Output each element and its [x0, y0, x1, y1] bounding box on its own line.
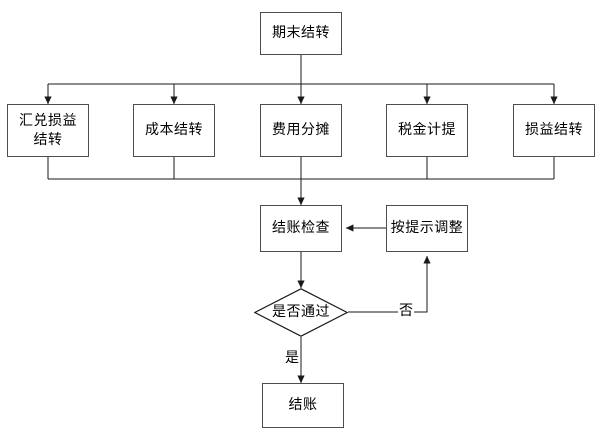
- diamond-shape: [254, 288, 348, 337]
- node-profit-loss-carryover[interactable]: 损益结转: [513, 104, 595, 157]
- edge-label-yes-text: 是: [285, 350, 299, 366]
- node-close-accounts[interactable]: 结账: [262, 383, 344, 428]
- node-cost-carryover[interactable]: 成本结转: [133, 104, 215, 157]
- node-fx-settlement-label: 汇兑损益 结转: [19, 112, 77, 148]
- node-adjust-per-prompt-label: 按提示调整: [390, 220, 464, 236]
- node-start-label: 期末结转: [272, 25, 330, 41]
- node-profit-loss-carryover-label: 损益结转: [525, 122, 583, 138]
- node-expense-allocation[interactable]: 费用分摊: [260, 104, 342, 157]
- edge-label-no: 否: [398, 303, 414, 319]
- node-decision-passed[interactable]: 是否通过: [254, 288, 348, 337]
- node-start[interactable]: 期末结转: [260, 12, 342, 55]
- node-close-accounts-label: 结账: [288, 397, 318, 413]
- node-adjust-per-prompt[interactable]: 按提示调整: [386, 205, 468, 252]
- node-decision-passed-label: 是否通过: [272, 304, 330, 320]
- node-expense-allocation-label: 费用分摊: [272, 122, 330, 138]
- node-tax-accrual[interactable]: 税金计提: [386, 104, 468, 157]
- node-tax-accrual-label: 税金计提: [398, 122, 456, 138]
- node-fx-settlement[interactable]: 汇兑损益 结转: [7, 104, 89, 157]
- edge-label-no-text: 否: [399, 303, 413, 319]
- node-cost-carryover-label: 成本结转: [145, 122, 203, 138]
- edge-decision-no-to-adjust: [348, 255, 431, 313]
- node-closing-check[interactable]: 结账检查: [260, 205, 342, 252]
- edge-label-yes: 是: [284, 350, 300, 366]
- node-closing-check-label: 结账检查: [272, 220, 330, 236]
